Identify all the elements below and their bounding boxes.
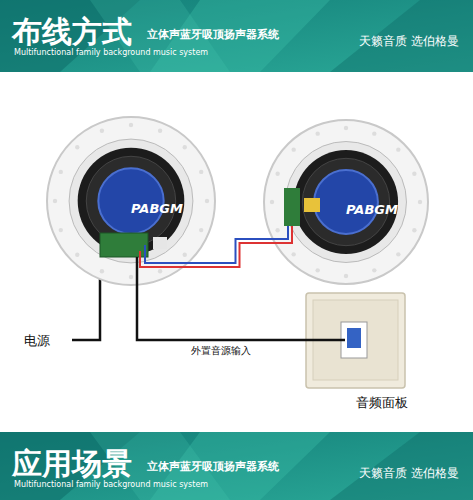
ceiling-speaker: PABGM	[262, 118, 430, 286]
slogan: 天籁音质 选伯格曼	[359, 33, 459, 50]
banner-english: Multifunctional family background music …	[14, 48, 208, 57]
banner-subtitle: 立体声蓝牙吸顶扬声器系统	[147, 459, 279, 474]
brand-logo: PABGM	[346, 202, 398, 217]
banner-title: 布线方式	[12, 12, 132, 53]
title-banner: 应用场景立体声蓝牙吸顶扬声器系统 Multifunctional family b…	[0, 432, 473, 500]
banner-english: Multifunctional family background music …	[14, 480, 208, 489]
wire	[137, 287, 305, 340]
slogan: 天籁音质 选伯格曼	[359, 465, 459, 482]
ceiling-speaker: PABGM	[45, 115, 217, 287]
title-banner: 布线方式立体声蓝牙吸顶扬声器系统 Multifunctional family b…	[0, 0, 473, 72]
panel-label: 音频面板	[356, 394, 408, 412]
audio-panel: 音频面板	[305, 292, 407, 417]
wire-label: 外置音源输入	[190, 344, 252, 358]
wire	[217, 239, 262, 267]
brand-logo: PABGM	[131, 201, 183, 216]
banner-title: 应用场景	[12, 444, 132, 485]
banner-subtitle: 立体声蓝牙吸顶扬声器系统	[147, 27, 279, 42]
power-label: 电源	[24, 332, 50, 350]
